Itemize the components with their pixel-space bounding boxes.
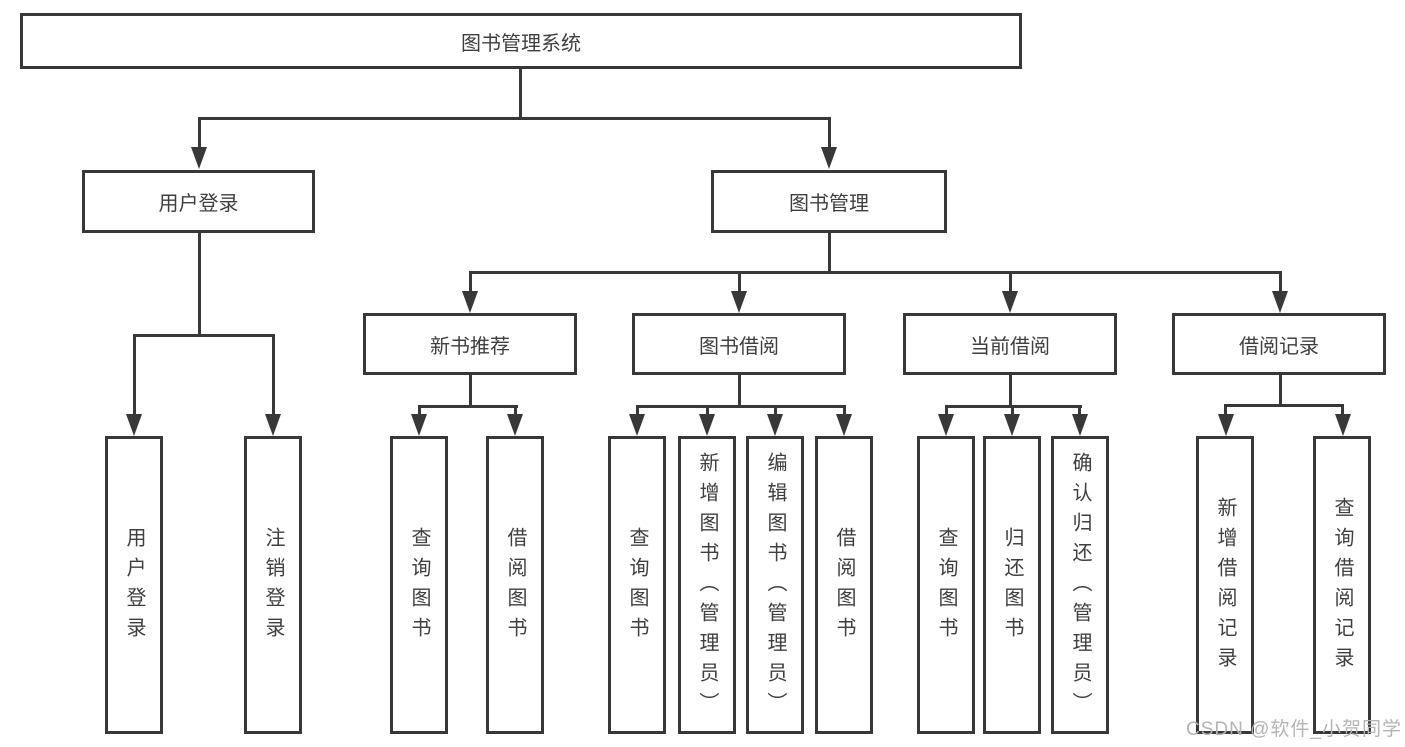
connector-drop-borrowing-records [1279,271,1282,293]
connector-root-stem [519,69,522,118]
connector-br-rail [1224,404,1344,407]
arrowhead-cb-query [938,414,954,436]
connector-cb-stem [1009,375,1012,408]
node-br-query-record: 查询借阅记录 [1313,436,1371,734]
node-cb-confirm-return-admin: 确认归还（管理员） [1051,436,1109,734]
arrowhead-book-management [821,147,837,169]
connector-nbr-rail [418,405,518,408]
arrowhead-current-borrowing [1002,291,1018,313]
arrowhead-nbr-query [411,414,427,436]
connector-drop-bb-query [636,405,639,416]
arrowhead-br-query [1335,414,1351,436]
arrowhead-new-book-recommendation [462,291,478,313]
connector-bb-rail [636,405,845,408]
connector-nbr-stem [469,375,472,408]
arrowhead-user-login [191,147,207,169]
connector-bb-stem [738,375,741,408]
arrowhead-book-borrowing [731,291,747,313]
connector-drop-bb-edit [774,405,777,416]
connector-drop-login [133,334,136,416]
arrowhead-cb-confirm [1072,414,1088,436]
node-book-management: 图书管理 [711,170,947,233]
connector-user-login-rail [133,334,274,337]
connector-drop-nbr-borrow [514,405,517,416]
node-current-borrowing: 当前借阅 [903,313,1117,375]
connector-drop-bb-add [706,405,709,416]
node-user-login: 用户登录 [82,170,315,233]
connector-drop-br-query [1341,404,1344,416]
connector-drop-current-borrowing [1009,271,1012,293]
connector-book-management-rail [469,271,1281,274]
node-cb-return-books: 归还图书 [983,436,1041,734]
connector-drop-book-borrowing [738,271,741,293]
connector-book-management-stem [828,233,831,274]
node-borrowing-records: 借阅记录 [1172,313,1386,375]
node-bb-add-books-admin: 新增图书（管理员） [678,436,736,734]
connector-drop-cb-return [1011,405,1014,416]
connector-drop-bb-borrow [843,405,846,416]
arrowhead-bb-edit [767,414,783,436]
arrowhead-cb-return [1004,414,1020,436]
connector-drop-user-login [198,117,201,149]
arrowhead-logout [265,414,281,436]
node-login: 用户登录 [105,436,163,734]
connector-root-rail [198,117,830,120]
arrowhead-bb-query [629,414,645,436]
node-root: 图书管理系统 [20,13,1022,69]
node-nbr-query-books: 查询图书 [390,436,448,734]
node-book-borrowing: 图书借阅 [632,313,846,375]
connector-drop-cb-confirm [1078,405,1081,416]
node-bb-edit-books-admin: 编辑图书（管理员） [746,436,804,734]
connector-drop-new-book-recommendation [469,271,472,293]
connector-drop-book-management [828,117,831,149]
node-cb-query-books: 查询图书 [917,436,975,734]
arrowhead-bb-borrow [836,414,852,436]
arrowhead-nbr-borrow [507,414,523,436]
csdn-watermark: CSDN @软件_小贺同学 [1186,719,1402,740]
connector-drop-br-add [1224,404,1227,416]
connector-drop-cb-query [945,405,948,416]
connector-br-stem [1279,374,1282,407]
arrowhead-login [126,414,142,436]
node-new-book-recommendation: 新书推荐 [363,313,577,375]
connector-drop-nbr-query [418,405,421,416]
connector-drop-logout [272,334,275,416]
node-br-add-record: 新增借阅记录 [1196,436,1254,734]
node-logout: 注销登录 [244,436,302,734]
arrowhead-borrowing-records [1272,291,1288,313]
arrowhead-bb-add [699,414,715,436]
node-nbr-borrow-books: 借阅图书 [486,436,544,734]
connector-user-login-stem [198,233,201,337]
arrowhead-br-add [1218,414,1234,436]
node-bb-query-books: 查询图书 [608,436,666,734]
node-bb-borrow-books: 借阅图书 [815,436,873,734]
